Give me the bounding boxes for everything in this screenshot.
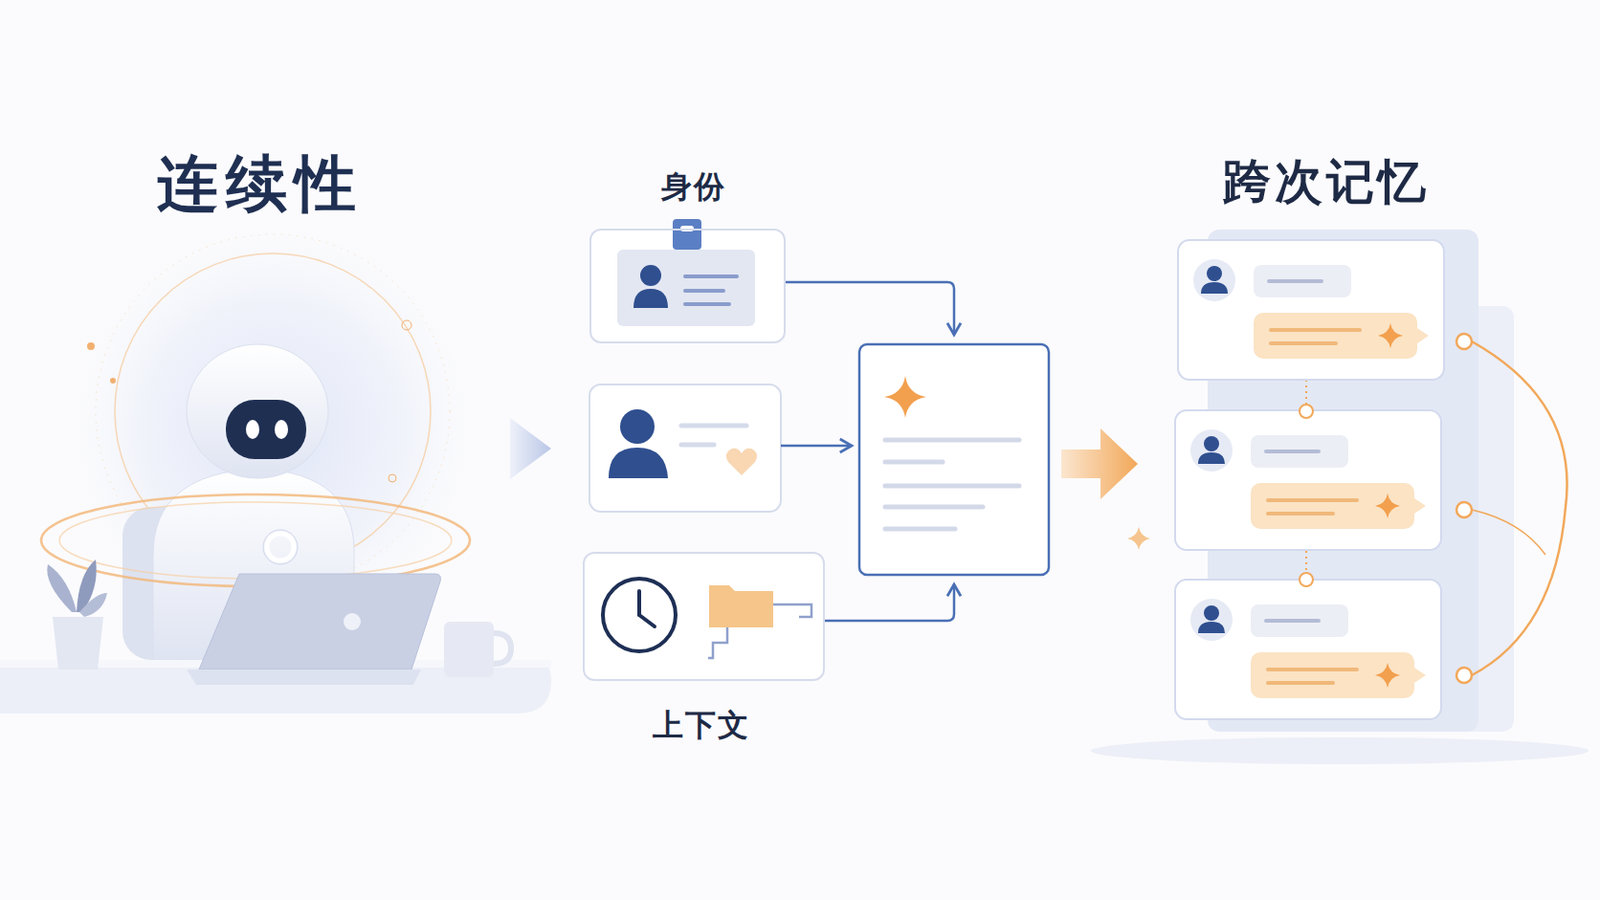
text-line [685, 274, 737, 279]
leaf [46, 564, 77, 613]
chest-ring [263, 530, 298, 565]
mug [444, 622, 494, 678]
laptop-base [186, 669, 422, 686]
eye [245, 420, 260, 440]
memory-card [1175, 410, 1442, 551]
spark-star [884, 376, 927, 419]
text-line [885, 438, 1020, 444]
node-heading: 上下文 [652, 705, 751, 748]
spark-star [1127, 527, 1151, 551]
title: 连续性 [156, 142, 364, 226]
card-fill [582, 552, 825, 682]
memory-card [1177, 240, 1445, 380]
orbit [59, 502, 452, 579]
identity-card: 身份 [589, 228, 786, 344]
link-node [1456, 667, 1472, 684]
memory-link [1471, 341, 1568, 676]
memory-card [1175, 579, 1442, 720]
text-line [885, 460, 943, 466]
wire-arrow [824, 584, 955, 622]
shadow [1090, 737, 1589, 765]
spark [401, 320, 412, 331]
robot-head [186, 344, 329, 479]
pot [52, 617, 104, 670]
clock-hand [639, 615, 655, 627]
id-badge [617, 249, 756, 327]
heart [726, 448, 757, 476]
link-node [1456, 333, 1472, 350]
folder [709, 585, 774, 628]
clock [602, 578, 676, 652]
visor [225, 400, 307, 460]
text-line [681, 443, 714, 448]
laptop-logo [343, 613, 361, 631]
wire [708, 627, 728, 659]
laptop-screen [199, 574, 441, 670]
text-line [885, 527, 956, 533]
avatar [620, 409, 655, 445]
mug-handle [493, 633, 512, 665]
spark [87, 342, 95, 351]
node-heading: 身份 [661, 166, 727, 209]
context-card: 上下文 [582, 552, 825, 682]
orbit [41, 494, 470, 587]
avatar [633, 288, 668, 309]
memory-stack [1090, 229, 1589, 765]
memory-group: 跨次记忆 [1175, 229, 1482, 733]
text-line [885, 505, 983, 511]
document [859, 344, 1049, 576]
link-node [1299, 404, 1313, 419]
avatar [640, 265, 662, 287]
memory-link [1471, 510, 1546, 556]
spark [110, 377, 116, 384]
eye [274, 420, 289, 440]
text-line [685, 288, 724, 293]
flow-arrow [1061, 428, 1138, 500]
link-node [1456, 502, 1472, 518]
wire-arrow [785, 282, 955, 335]
clock-hand [637, 591, 642, 616]
node-heading: 跨次记忆 [1222, 150, 1430, 215]
leaf [79, 593, 108, 618]
robot-illustration [0, 210, 552, 714]
link-node [1299, 573, 1313, 587]
spark [388, 474, 397, 483]
wire [773, 604, 812, 618]
flow-arrow [510, 418, 552, 480]
text-line [685, 302, 730, 307]
chest-ring [266, 533, 294, 561]
wire-arrow [780, 444, 852, 448]
text-line [681, 423, 747, 429]
badge-clip [672, 219, 702, 250]
text-line [885, 484, 1020, 489]
avatar [608, 447, 668, 479]
profile-card [589, 384, 781, 512]
